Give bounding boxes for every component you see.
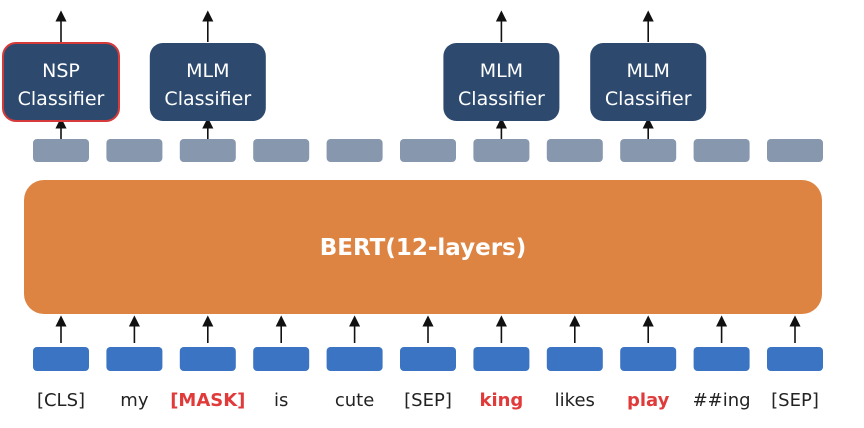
classifier-subtitle-2: Classifier: [458, 88, 545, 110]
input-embedding-3: [253, 347, 310, 371]
input-embedding-7: [546, 347, 603, 371]
mlm-classifier-3: MLM Classifier: [590, 10, 707, 140]
input-embedding-8: [620, 347, 677, 371]
token-label-8: play: [627, 390, 670, 411]
token-label-3: is: [274, 390, 288, 411]
input-embedding-layer: [33, 347, 823, 371]
input-arrow-layer: [55, 315, 801, 343]
output-embedding-2: [179, 139, 236, 162]
input-embedding-5: [400, 347, 456, 371]
input-embedding-6: [473, 347, 530, 371]
token-label-10: [SEP]: [771, 390, 819, 411]
token-label-0: [CLS]: [37, 390, 85, 411]
input-embedding-10: [767, 347, 823, 371]
output-embedding-10: [767, 139, 823, 162]
mlm-classifier-1: MLM Classifier: [149, 10, 266, 140]
mlm-classifier-2: MLM Classifier: [443, 10, 560, 140]
classifier-title-1: MLM: [186, 60, 229, 82]
input-embedding-2: [179, 347, 236, 371]
token-label-4: cute: [335, 390, 374, 411]
output-embedding-0: [33, 139, 89, 162]
output-embedding-1: [106, 139, 163, 162]
token-label-5: [SEP]: [404, 390, 452, 411]
token-label-1: my: [120, 390, 149, 411]
classifier-box-1: [149, 43, 266, 121]
token-label-9: ##ing: [693, 390, 751, 411]
input-embedding-1: [106, 347, 163, 371]
input-embedding-0: [33, 347, 89, 371]
classifier-subtitle-0: Classifier: [18, 88, 105, 110]
classifier-box-3: [590, 43, 707, 121]
output-embedding-5: [400, 139, 456, 162]
token-layer: [CLS] my [MASK] is cute [SEP] king likes play ##i…: [37, 390, 819, 411]
classifier-subtitle-1: Classifier: [164, 88, 251, 110]
output-embedding-9: [693, 139, 750, 162]
output-embedding-8: [620, 139, 677, 162]
input-embedding-9: [693, 347, 750, 371]
classifier-layer: NSPClassifierMLMClassifierMLMClassifierM…: [2, 10, 707, 140]
bert-label: BERT(12-layers): [320, 235, 527, 261]
bert-encoder-box: [24, 180, 822, 314]
token-label-6: king: [479, 390, 523, 411]
classifier-box-0: [2, 42, 120, 122]
input-embedding-4: [326, 347, 383, 371]
classifier-title-0: NSP: [42, 60, 80, 82]
output-embedding-4: [326, 139, 383, 162]
token-label-7: likes: [555, 390, 595, 411]
classifier-subtitle-3: Classifier: [605, 88, 692, 110]
output-embedding-6: [473, 139, 530, 162]
output-embedding-layer: [33, 139, 823, 162]
token-label-2: [MASK]: [170, 390, 245, 411]
classifier-box-2: [443, 43, 560, 121]
classifier-title-2: MLM: [480, 60, 523, 82]
classifier-title-3: MLM: [627, 60, 670, 82]
nsp-classifier-0: NSP Classifier: [2, 10, 120, 140]
output-embedding-3: [253, 139, 310, 162]
bert-encoder: BERT(12-layers): [24, 180, 822, 314]
output-embedding-7: [546, 139, 603, 162]
